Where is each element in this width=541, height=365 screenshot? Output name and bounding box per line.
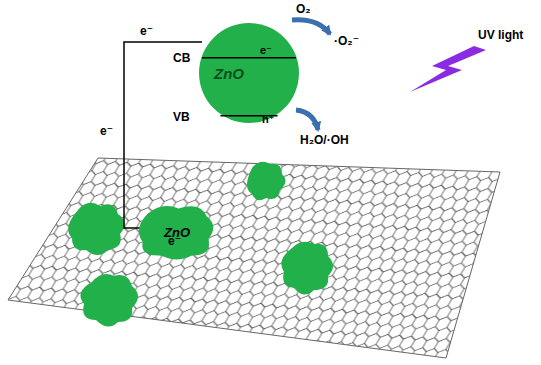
water-arrow xyxy=(296,110,318,130)
zno-particle-large: ZnO xyxy=(198,22,300,124)
annotation-label: e⁻ xyxy=(168,234,181,248)
oxygen-arrow xyxy=(292,20,330,34)
particle-label: ZnO xyxy=(214,65,244,82)
annotation-label: O₂ xyxy=(296,2,311,16)
annotation-label: e⁻ xyxy=(100,124,113,138)
annotation-label: e⁻ xyxy=(140,24,153,38)
graphene-sheet xyxy=(8,158,500,358)
uv-bolt xyxy=(410,46,486,92)
particle-shape xyxy=(198,22,300,124)
annotation-label: h⁺ xyxy=(262,113,275,126)
annotation-label: e⁻ xyxy=(260,44,272,57)
annotation-label: CB xyxy=(173,51,190,65)
annotation-label: UV light xyxy=(478,28,523,42)
zno-particle: ZnO xyxy=(138,204,216,260)
electron-path xyxy=(124,42,202,228)
annotation-label: H₂O/·OH xyxy=(300,133,349,147)
annotation-label: ·O₂⁻ xyxy=(334,34,359,48)
zno-particles xyxy=(68,162,333,327)
annotation-label: VB xyxy=(173,110,190,124)
